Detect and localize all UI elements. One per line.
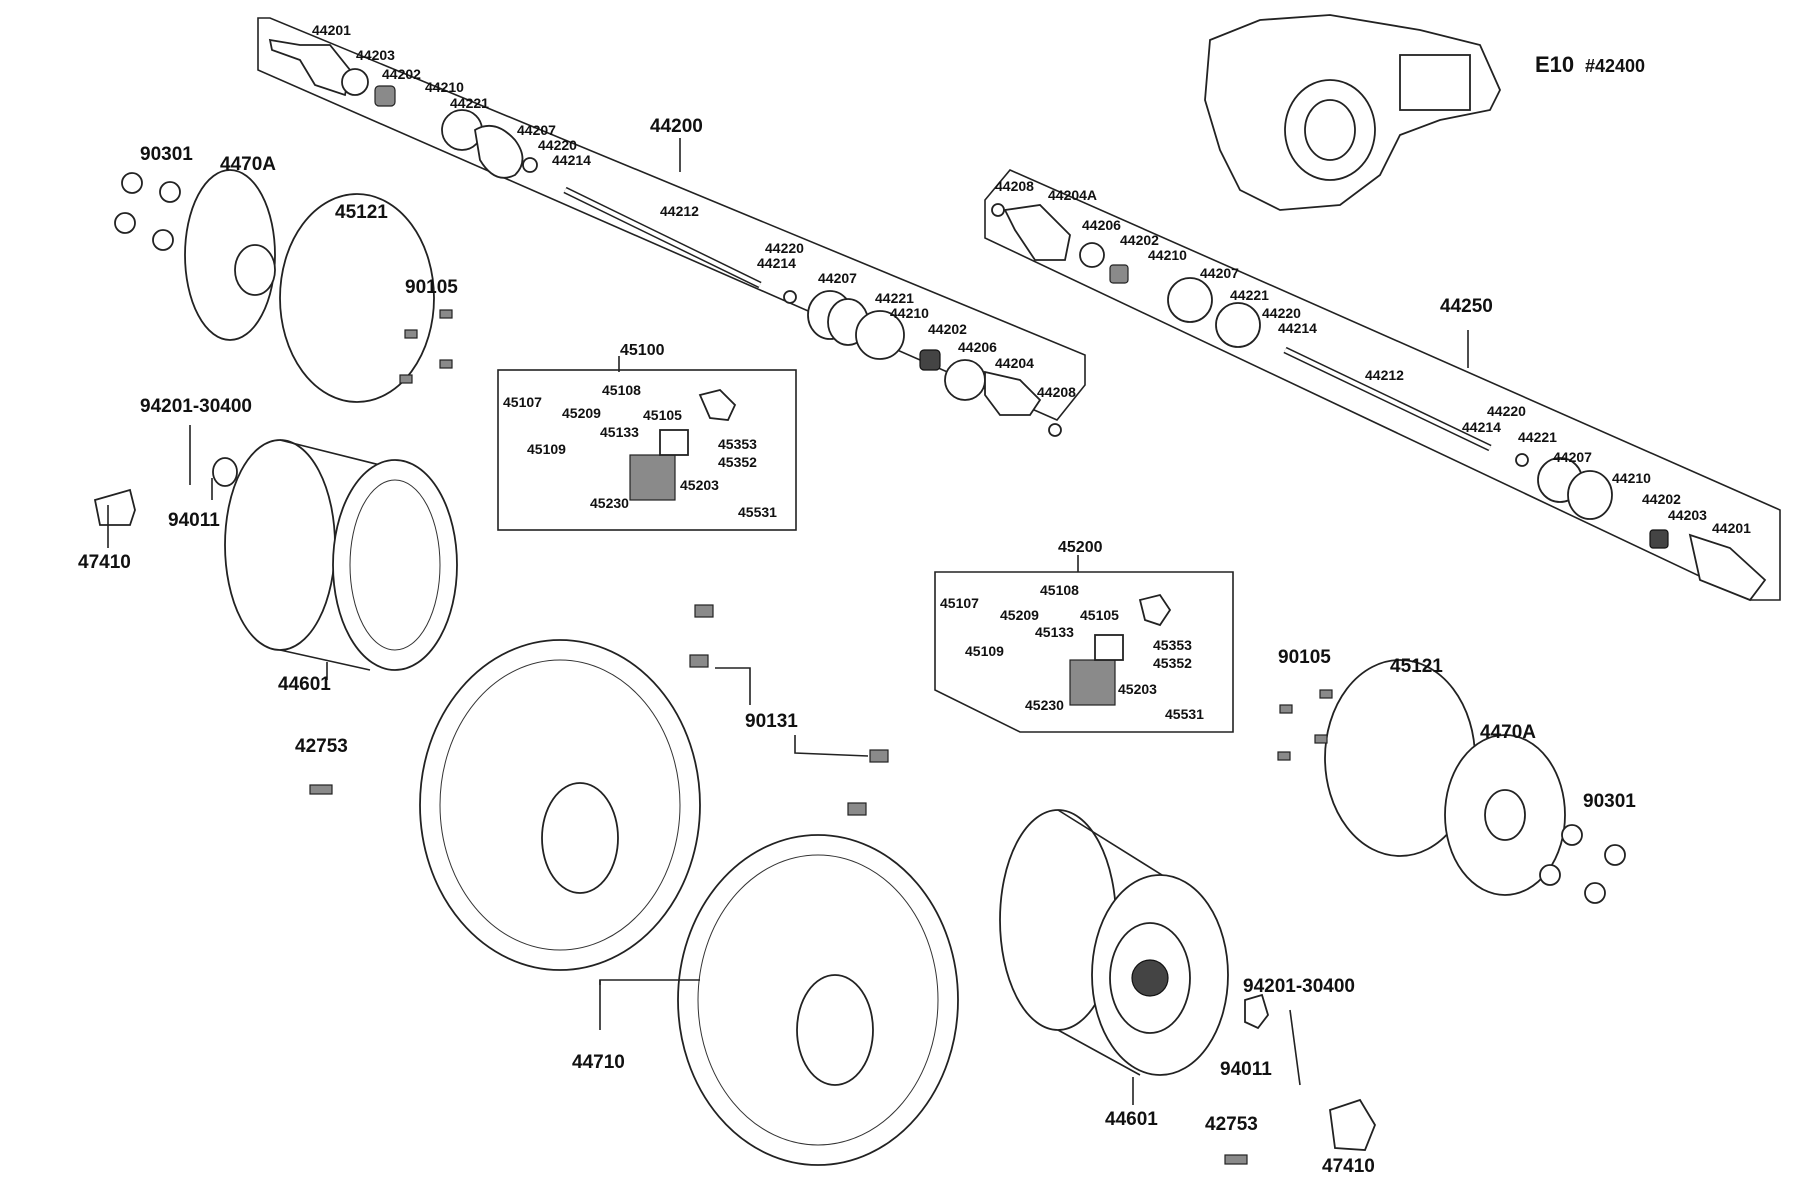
part-label: 44710 — [572, 1052, 625, 1073]
part-label: 47410 — [1322, 1156, 1375, 1177]
part-label: 44204 — [995, 355, 1034, 371]
part-label: 4470A — [1480, 722, 1536, 743]
part-label: 44204A — [1048, 187, 1097, 203]
part-label: 45121 — [1390, 656, 1443, 677]
part-label: 45121 — [335, 202, 388, 223]
part-label: 94011 — [1220, 1059, 1272, 1080]
part-label: 45531 — [1165, 706, 1204, 722]
part-label: 45107 — [503, 394, 542, 410]
part-label: 44201 — [312, 22, 351, 38]
right-wheel-rim — [309, 784, 1377, 1165]
part-label: 45352 — [1153, 655, 1192, 671]
part-label: 44202 — [1120, 232, 1159, 248]
part-label: 44221 — [1518, 429, 1557, 445]
diagram-code: E10 — [1535, 52, 1574, 77]
part-label: 42753 — [1205, 1114, 1258, 1135]
part-label: 44208 — [1037, 384, 1076, 400]
part-label: 44221 — [450, 95, 489, 111]
part-label: 45203 — [1118, 681, 1157, 697]
part-label: 94201-30400 — [140, 396, 252, 417]
part-label: 45203 — [680, 477, 719, 493]
part-label: 44201 — [1712, 520, 1751, 536]
part-label: 45353 — [1153, 637, 1192, 653]
part-label: 44214 — [757, 255, 796, 271]
part-label: 45105 — [1080, 607, 1119, 623]
part-label: 44220 — [1487, 403, 1526, 419]
part-label: 44203 — [1668, 507, 1707, 523]
part-label: 45105 — [643, 407, 682, 423]
part-label: 44212 — [660, 203, 699, 219]
part-label: 45107 — [940, 595, 979, 611]
part-label: 90301 — [140, 144, 193, 165]
part-label: 45353 — [718, 436, 757, 452]
part-label: 94201-30400 — [1243, 976, 1355, 997]
part-label: 90105 — [405, 277, 458, 298]
front-driveshaft-panel — [257, 17, 1086, 437]
part-label: 44601 — [278, 674, 331, 695]
part-label: 94011 — [168, 510, 220, 531]
part-label: 45200 — [1058, 539, 1103, 556]
part-label: 45109 — [527, 441, 566, 457]
part-label: 45230 — [590, 495, 629, 511]
part-label: 44208 — [995, 178, 1034, 194]
part-label: 44214 — [1462, 419, 1501, 435]
part-label: 44203 — [356, 47, 395, 63]
assembly-number: #42400 — [1585, 56, 1645, 76]
part-label: 44210 — [1148, 247, 1187, 263]
differential-housing — [1204, 14, 1501, 211]
part-label: 45352 — [718, 454, 757, 470]
brake-caliper-box-right — [934, 571, 1234, 733]
leader-lines — [107, 138, 1469, 1105]
part-label: 44202 — [1642, 491, 1681, 507]
part-label: 45209 — [562, 405, 601, 421]
part-label: 44207 — [818, 270, 857, 286]
part-label: 44210 — [1612, 470, 1651, 486]
part-label: 44601 — [1105, 1109, 1158, 1130]
part-label: 44221 — [875, 290, 914, 306]
part-label: 45108 — [1040, 582, 1079, 598]
part-label: 45109 — [965, 643, 1004, 659]
right-hub-assembly — [1277, 659, 1626, 904]
part-label: 44221 — [1230, 287, 1269, 303]
part-label: 45209 — [1000, 607, 1039, 623]
part-label: 44220 — [538, 137, 577, 153]
part-label: 44220 — [765, 240, 804, 256]
tires — [419, 639, 959, 1166]
rear-driveshaft-panel — [984, 169, 1781, 602]
part-label: 44200 — [650, 116, 703, 137]
part-label: 45133 — [600, 424, 639, 440]
part-label: 44250 — [1440, 296, 1493, 317]
part-label: 45100 — [620, 342, 665, 359]
part-label: 44202 — [928, 321, 967, 337]
part-label: 44206 — [1082, 217, 1121, 233]
part-label: 90131 — [745, 711, 798, 732]
part-label: 44214 — [552, 152, 591, 168]
part-label: 44214 — [1278, 320, 1317, 336]
part-label: 44210 — [425, 79, 464, 95]
part-label: 44206 — [958, 339, 997, 355]
part-label: 44210 — [890, 305, 929, 321]
part-label: 44212 — [1365, 367, 1404, 383]
part-label: 45133 — [1035, 624, 1074, 640]
part-labels: 44201 44203 44202 44210 44221 44207 4422… — [78, 22, 1751, 1177]
part-label: 44202 — [382, 66, 421, 82]
part-label: 42753 — [295, 736, 348, 757]
part-label: 44207 — [1553, 449, 1592, 465]
part-label: 90105 — [1278, 647, 1331, 668]
part-label: 44220 — [1262, 305, 1301, 321]
brake-caliper-box-left — [497, 369, 797, 531]
part-label: 45531 — [738, 504, 777, 520]
part-label: 47410 — [78, 552, 131, 573]
part-label: 4470A — [220, 154, 276, 175]
part-label: 45108 — [602, 382, 641, 398]
part-label: 44207 — [517, 122, 556, 138]
part-label: 44207 — [1200, 265, 1239, 281]
part-label: 45230 — [1025, 697, 1064, 713]
left-wheel-rim — [224, 439, 458, 671]
bolts-90131 — [689, 604, 889, 816]
part-label: 90301 — [1583, 791, 1636, 812]
left-hub-assembly — [93, 169, 453, 526]
